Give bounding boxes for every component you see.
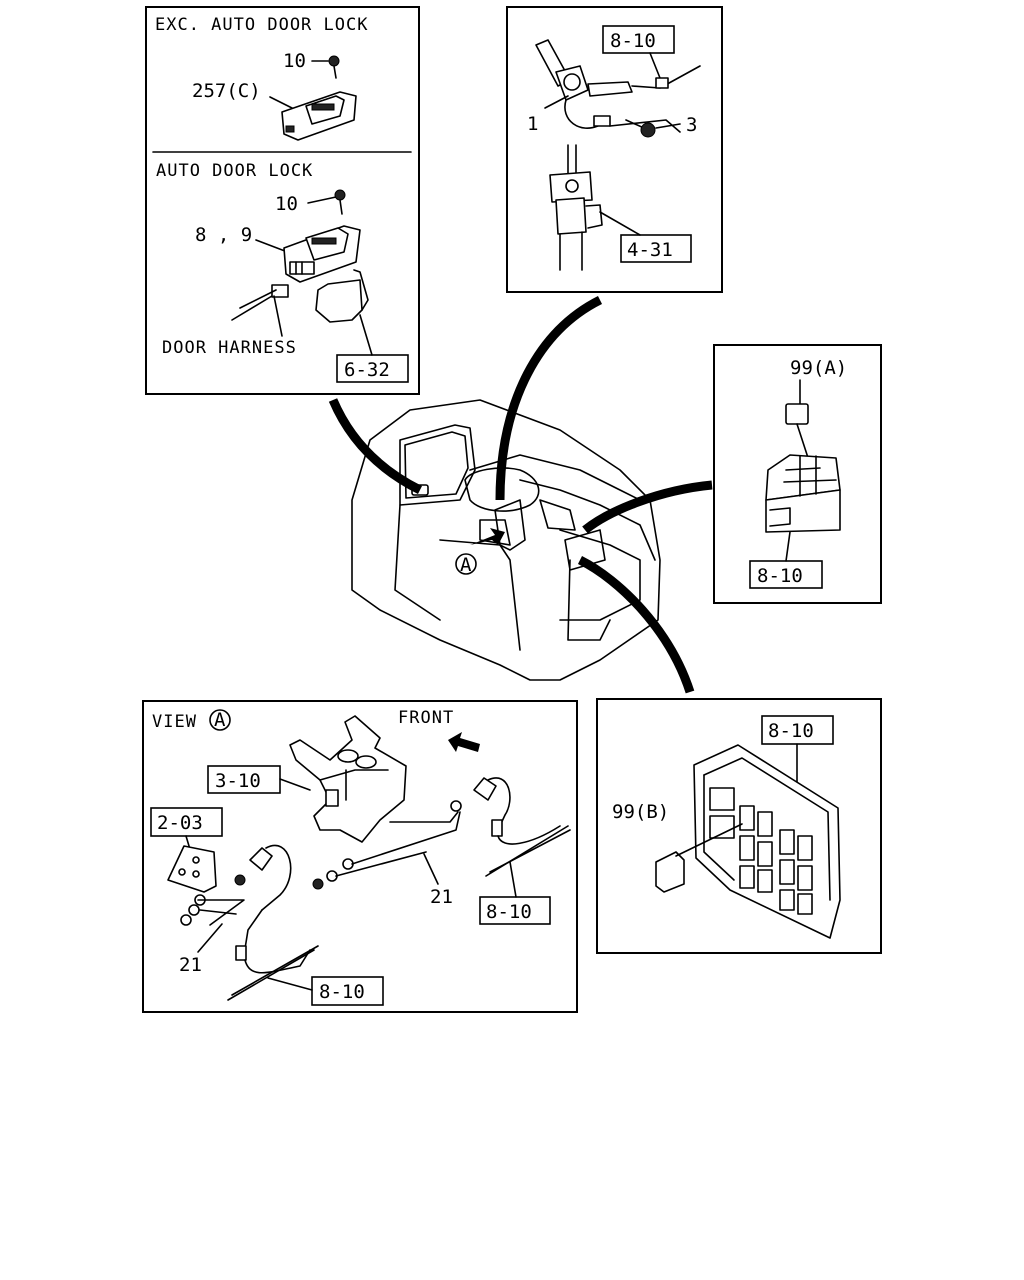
ref-3-10: 3-10 [215,770,261,792]
panel-door-switch: EXC. AUTO DOOR LOCK AUTO DOOR LOCK 10 25… [145,6,420,395]
header-exc-auto-door-lock: EXC. AUTO DOOR LOCK [155,15,368,35]
label-relay-99b: 99(B) [612,801,669,823]
label-screw-10-top: 10 [283,50,306,72]
fuse-block-icon [765,454,841,533]
ref-8-10-column: 8-10 [610,30,656,52]
label-switch-257c: 257(C) [192,80,261,102]
ref-8-10-relay-a: 8-10 [757,565,803,587]
relay-icon [655,851,685,893]
label-part-21-left: 21 [179,954,202,976]
panel-view-a: VIEW A FRONT 3-10 2-03 [142,700,578,1013]
door-switch-sensor-icon [180,844,292,961]
ref-6-32: 6-32 [344,359,390,381]
view-title: VIEW [152,712,197,732]
hinge-icon [167,845,217,893]
ref-8-10-left: 8-10 [319,981,365,1003]
label-screw-10-auto: 10 [275,193,298,215]
ref-8-10-right: 8-10 [486,901,532,923]
ref-8-10-fuse-box: 8-10 [768,720,814,742]
cab-arrow-letter: A [460,554,472,576]
label-switch-8-9: 8 , 9 [195,224,252,246]
panel-relay-a: 99(A) 8-10 [713,344,882,604]
window-switch-auto-icon [283,225,361,283]
label-part-3: 3 [686,114,697,136]
screw-icon [328,55,340,79]
panel-column-switch: 8-10 1 3 [506,6,723,293]
column-switch-icon [535,39,701,129]
window-switch-icon [281,91,357,141]
fuse-box-icon [693,744,841,939]
ref-2-03: 2-03 [157,812,203,834]
bracket-icon [289,715,407,843]
label-part-21-right: 21 [430,886,453,908]
view-circle-letter: A [214,709,226,731]
door-switch-sensor-icon [312,777,511,890]
label-door-harness: DOOR HARNESS [162,338,297,358]
header-auto-door-lock: AUTO DOOR LOCK [156,161,313,181]
leader-curves [328,295,713,694]
label-front: FRONT [398,708,454,728]
cab-illustration: A [351,399,661,681]
ref-4-31: 4-31 [627,239,673,261]
steering-column-icon [549,144,603,271]
screw-icon [334,189,346,215]
label-part-1: 1 [527,113,538,135]
label-relay-99a: 99(A) [790,357,847,379]
panel-relay-b: 8-10 99(B) [596,698,882,954]
front-arrow-icon [448,732,480,752]
